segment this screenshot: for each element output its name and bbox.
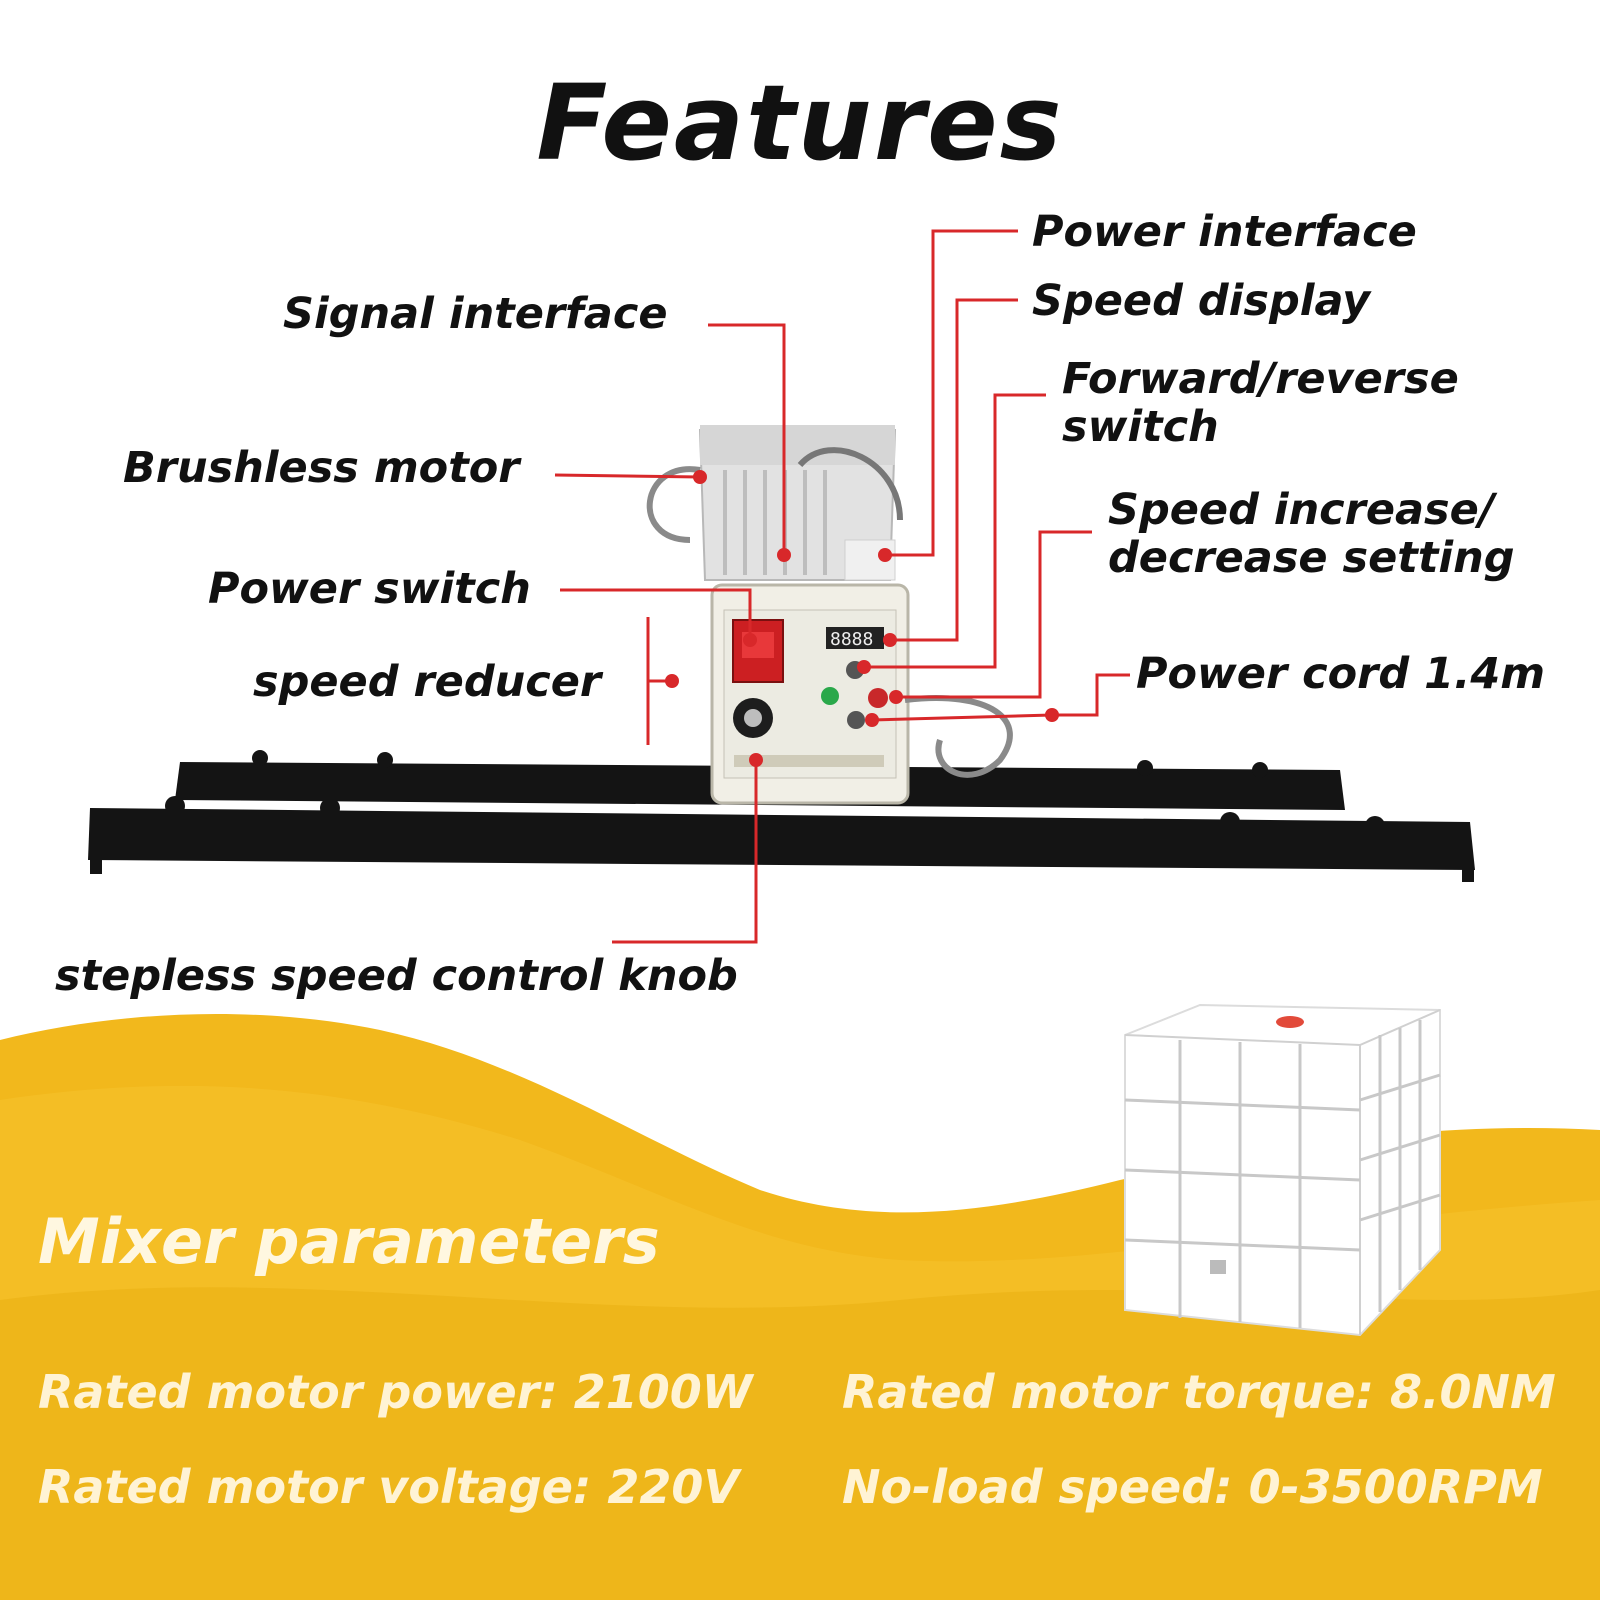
callout-speed-display: Speed display (1032, 276, 1371, 326)
param-no-load-speed: No-load speed: 0-3500RPM (842, 1460, 1543, 1514)
callout-dots (665, 470, 1059, 767)
callout-speed-incdec-line1: Speed increase/ (1108, 485, 1495, 535)
callout-power-cord: Power cord 1.4m (1136, 649, 1546, 699)
page-title: Features (536, 62, 1064, 184)
brushless-motor-body (646, 425, 903, 581)
param-rated-voltage: Rated motor voltage: 220V (38, 1460, 739, 1514)
callout-forward-reverse-line1: Forward/reverse (1062, 354, 1459, 404)
callout-power-switch: Power switch (208, 564, 531, 614)
callout-speed-incdec-line2: decrease setting (1108, 533, 1515, 583)
callout-speed-control-knob: stepless speed control knob (55, 951, 738, 1001)
param-rated-power: Rated motor power: 2100W (38, 1365, 753, 1419)
callout-signal-interface: Signal interface (283, 289, 668, 339)
speed-display-readout: 8888 (830, 629, 873, 650)
callout-leader-lines (554, 229, 1130, 944)
callout-speed-reducer: speed reducer (253, 657, 602, 707)
param-rated-torque: Rated motor torque: 8.0NM (842, 1365, 1556, 1419)
parameters-heading: Mixer parameters (38, 1205, 660, 1278)
callout-brushless-motor: Brushless motor (123, 443, 520, 493)
callout-power-interface: Power interface (1032, 207, 1417, 257)
callout-forward-reverse-line2: switch (1062, 402, 1219, 452)
ibc-tank-illustration (1124, 1003, 1441, 1337)
